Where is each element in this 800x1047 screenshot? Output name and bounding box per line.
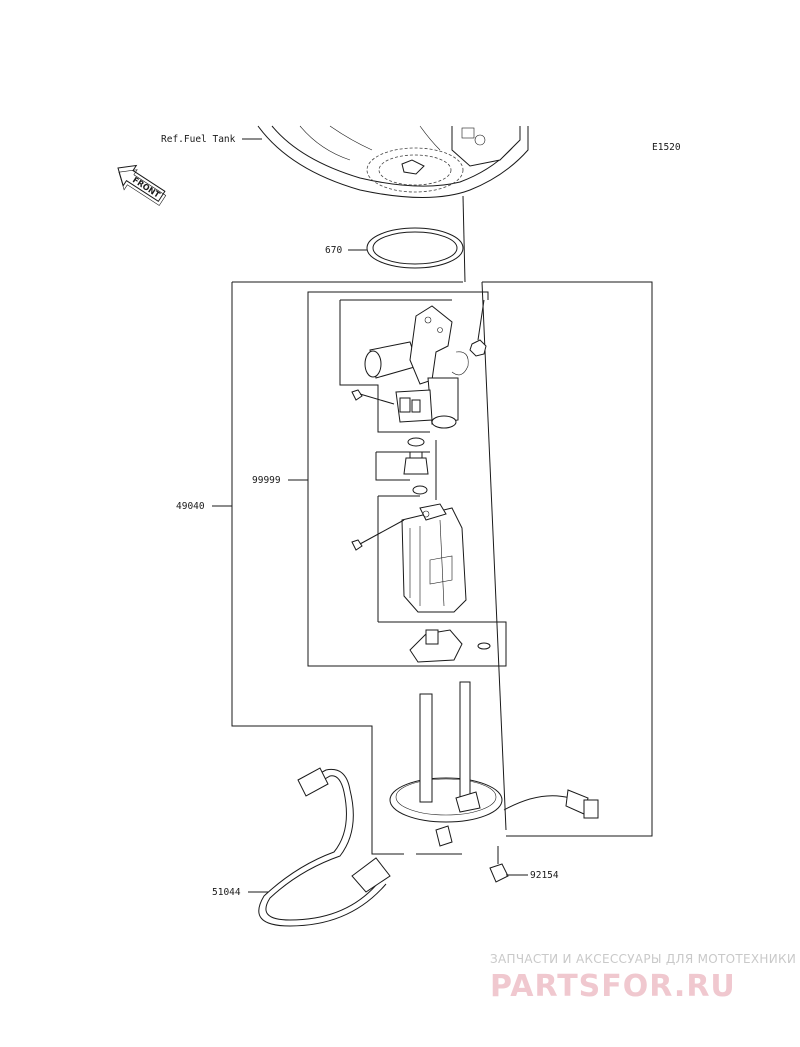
pump-housing	[401, 503, 467, 613]
label-49040: 49040	[176, 501, 205, 512]
o-ring-lower	[412, 485, 428, 495]
watermark-caption: ЗАПЧАСТИ И АКСЕССУАРЫ ДЛЯ МОТОТЕХНИКИ	[490, 952, 796, 966]
front-arrow-icon: FRONT	[117, 164, 167, 206]
figure-code: E1520	[652, 142, 681, 153]
watermark-logo: PARTSFOR.RU	[490, 969, 736, 1004]
screw-icon	[351, 519, 405, 551]
screw-icon	[351, 389, 395, 405]
gasket-670	[366, 227, 464, 269]
label-670: 670	[325, 245, 342, 256]
label-99999: 99999	[252, 475, 281, 486]
bolt-92154	[489, 846, 509, 883]
bolt-icon	[469, 339, 487, 357]
pump-flange-plate	[389, 681, 503, 847]
label-ref-fuel-tank: Ref.Fuel Tank	[161, 134, 236, 145]
o-ring-upper	[407, 437, 425, 447]
label-51044: 51044	[212, 887, 241, 898]
fuel-pump-wiring-harness	[258, 767, 599, 927]
check-valve	[403, 440, 437, 500]
fuel-tank-reference	[257, 125, 529, 198]
fuel-pump-motor	[364, 305, 469, 429]
fuel-filter-base	[409, 629, 491, 663]
label-92154: 92154	[530, 870, 559, 881]
